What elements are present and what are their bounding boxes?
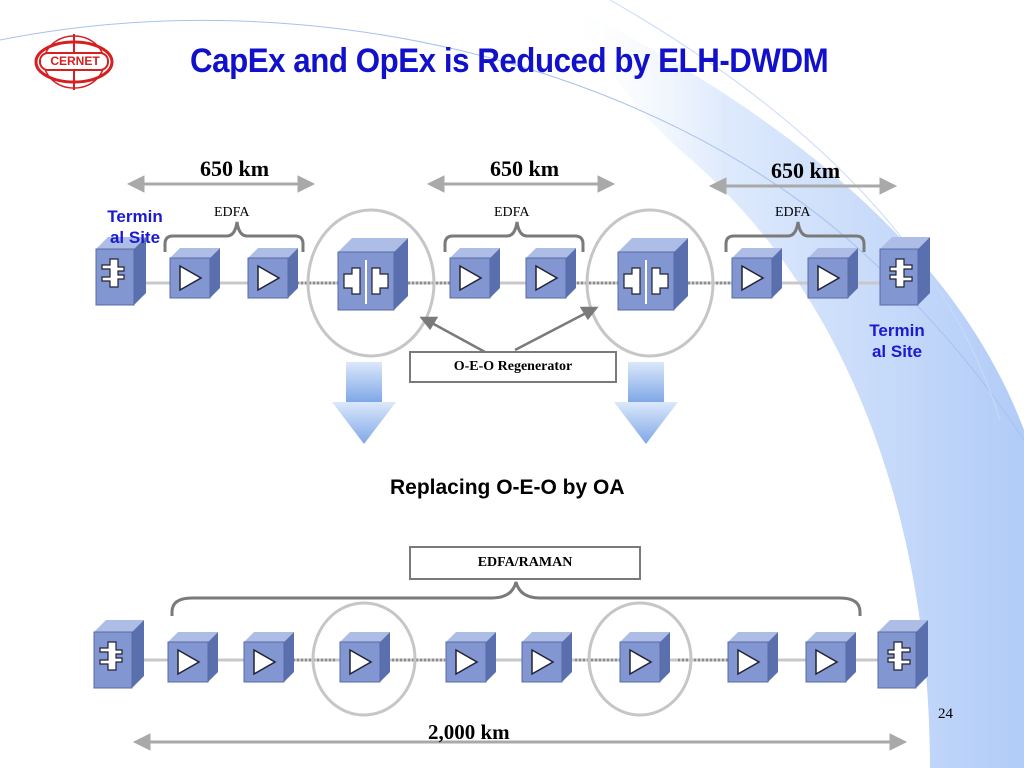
edfa-label: EDFA bbox=[214, 205, 250, 220]
amplifier-icon bbox=[807, 247, 859, 299]
amplifier-icon bbox=[619, 631, 671, 683]
span-label: 650 km bbox=[200, 156, 270, 181]
bottom-brace bbox=[170, 581, 862, 616]
distance-label: 2,000 km bbox=[428, 720, 510, 744]
replacing-caption: Replacing O-E-O by OA bbox=[390, 476, 625, 499]
regenerator-icon bbox=[617, 237, 689, 311]
regenerator-label: O-E-O Regenerator bbox=[409, 351, 617, 383]
oa-circle-1 bbox=[311, 601, 417, 717]
terminal-mux-icon bbox=[879, 236, 931, 306]
terminal-site-label-right: Termin al Site bbox=[869, 321, 925, 361]
terminal-mux-icon bbox=[93, 619, 145, 689]
edfa-label: EDFA bbox=[775, 205, 811, 220]
span-label: 650 km bbox=[490, 156, 560, 181]
edfa-raman-label: EDFA/RAMAN bbox=[409, 546, 641, 580]
amplifier-icon bbox=[525, 247, 577, 299]
amplifier-icon bbox=[243, 631, 295, 683]
amplifier-icon bbox=[339, 631, 391, 683]
edfa-braces bbox=[163, 221, 866, 252]
regen-circle-1 bbox=[306, 208, 436, 358]
amplifier-icon bbox=[449, 247, 501, 299]
regen-pointers bbox=[419, 306, 599, 354]
span-arrows bbox=[126, 175, 898, 195]
cernet-logo bbox=[34, 34, 114, 90]
page-number: 24 bbox=[938, 706, 953, 722]
terminal-mux-icon bbox=[877, 619, 929, 689]
logo-text: CERNET bbox=[50, 54, 100, 68]
amplifier-icon bbox=[167, 631, 219, 683]
double-arrow-icon bbox=[132, 733, 908, 751]
page-title: CapEx and OpEx is Reduced by ELH-DWDM bbox=[190, 42, 829, 80]
down-arrow-icon bbox=[614, 362, 678, 444]
amplifier-icon bbox=[169, 247, 221, 299]
amplifier-icon bbox=[247, 247, 299, 299]
edfa-label: EDFA bbox=[494, 205, 530, 220]
span-label: 650 km bbox=[771, 158, 841, 183]
amplifier-icon bbox=[727, 631, 779, 683]
down-arrow-icon bbox=[332, 362, 396, 444]
amplifier-icon bbox=[805, 631, 857, 683]
regenerator-icon bbox=[337, 237, 409, 311]
amplifier-icon bbox=[521, 631, 573, 683]
terminal-site-label-left: Termin al Site bbox=[107, 207, 163, 247]
oa-circle-2 bbox=[587, 601, 693, 717]
amplifier-icon bbox=[445, 631, 497, 683]
regen-circle-2 bbox=[585, 208, 715, 358]
amplifier-icon bbox=[731, 247, 783, 299]
background-swoosh bbox=[560, 0, 1024, 768]
